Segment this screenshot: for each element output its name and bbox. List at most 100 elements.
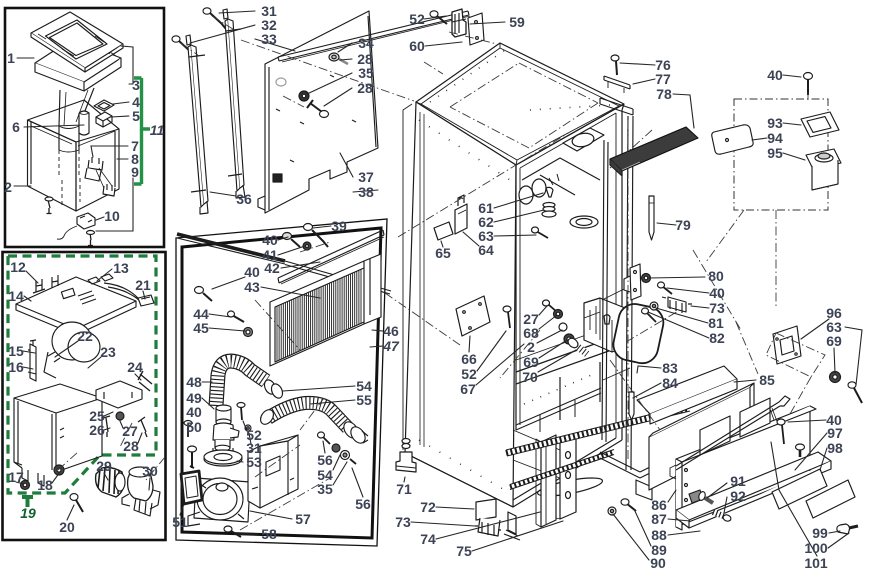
- svg-text:64: 64: [478, 242, 494, 258]
- svg-text:82: 82: [709, 330, 725, 346]
- svg-text:85: 85: [759, 372, 775, 388]
- svg-text:63: 63: [826, 319, 842, 335]
- svg-text:77: 77: [655, 71, 671, 87]
- svg-text:70: 70: [522, 369, 538, 385]
- svg-text:91: 91: [730, 473, 746, 489]
- svg-text:39: 39: [331, 218, 347, 234]
- svg-text:19: 19: [20, 505, 36, 521]
- svg-text:17: 17: [8, 469, 24, 485]
- svg-text:15: 15: [8, 343, 24, 359]
- svg-text:53: 53: [246, 454, 262, 470]
- svg-text:66: 66: [461, 351, 477, 367]
- svg-text:35: 35: [358, 65, 374, 81]
- svg-text:80: 80: [708, 268, 724, 284]
- svg-text:18: 18: [37, 477, 53, 493]
- svg-text:11: 11: [150, 122, 165, 138]
- svg-text:24: 24: [127, 359, 143, 375]
- svg-text:9: 9: [131, 164, 139, 180]
- svg-text:2: 2: [4, 179, 12, 195]
- svg-text:88: 88: [651, 527, 667, 543]
- svg-text:40: 40: [244, 264, 260, 280]
- svg-text:40: 40: [826, 412, 842, 428]
- svg-text:31: 31: [261, 3, 277, 19]
- svg-text:22: 22: [77, 328, 93, 344]
- svg-text:34: 34: [358, 35, 374, 51]
- svg-text:16: 16: [8, 359, 24, 375]
- svg-text:99: 99: [812, 525, 828, 541]
- svg-text:61: 61: [478, 200, 494, 216]
- svg-text:45: 45: [193, 320, 209, 336]
- svg-text:69: 69: [523, 354, 539, 370]
- svg-text:44: 44: [193, 306, 209, 322]
- svg-text:21: 21: [135, 277, 151, 293]
- svg-text:95: 95: [767, 145, 783, 161]
- svg-text:73: 73: [709, 300, 725, 316]
- svg-text:87: 87: [651, 511, 667, 527]
- svg-text:8: 8: [131, 151, 139, 167]
- svg-text:14: 14: [8, 288, 24, 304]
- svg-text:54: 54: [317, 467, 333, 483]
- svg-text:63: 63: [478, 228, 494, 244]
- svg-text:7: 7: [131, 138, 139, 154]
- svg-text:55: 55: [356, 392, 372, 408]
- svg-text:52: 52: [246, 427, 262, 443]
- svg-text:27: 27: [122, 423, 138, 439]
- svg-text:20: 20: [59, 519, 75, 535]
- svg-text:56: 56: [317, 452, 333, 468]
- svg-text:84: 84: [662, 375, 678, 391]
- svg-text:48: 48: [186, 374, 202, 390]
- svg-text:29: 29: [96, 458, 112, 474]
- svg-text:65: 65: [435, 245, 451, 261]
- svg-text:76: 76: [655, 57, 671, 73]
- svg-text:101: 101: [804, 555, 828, 571]
- svg-text:86: 86: [651, 497, 667, 513]
- svg-text:57: 57: [295, 511, 311, 527]
- svg-text:40: 40: [186, 404, 202, 420]
- svg-text:52: 52: [461, 366, 477, 382]
- svg-text:41: 41: [262, 247, 278, 263]
- svg-text:75: 75: [456, 543, 472, 559]
- svg-text:40: 40: [262, 232, 278, 248]
- svg-text:94: 94: [767, 130, 783, 146]
- svg-text:28: 28: [123, 438, 139, 454]
- svg-text:51: 51: [172, 514, 188, 530]
- svg-text:36: 36: [236, 191, 252, 207]
- svg-text:28: 28: [357, 51, 373, 67]
- svg-text:73: 73: [395, 514, 411, 530]
- svg-text:69: 69: [826, 333, 842, 349]
- svg-text:83: 83: [662, 360, 678, 376]
- svg-text:89: 89: [651, 542, 667, 558]
- svg-text:60: 60: [409, 38, 425, 54]
- svg-text:78: 78: [656, 86, 672, 102]
- svg-text:27: 27: [523, 311, 539, 327]
- svg-text:37: 37: [358, 169, 374, 185]
- svg-text:47: 47: [382, 338, 400, 354]
- svg-text:13: 13: [113, 260, 129, 276]
- svg-text:6: 6: [12, 119, 20, 135]
- svg-text:98: 98: [827, 440, 843, 456]
- svg-text:72: 72: [420, 499, 436, 515]
- svg-text:96: 96: [826, 305, 842, 321]
- svg-text:30: 30: [142, 463, 158, 479]
- svg-text:90: 90: [650, 555, 666, 571]
- svg-text:12: 12: [10, 259, 26, 275]
- svg-text:2: 2: [527, 339, 535, 355]
- svg-text:25: 25: [89, 408, 105, 424]
- svg-text:71: 71: [396, 481, 412, 497]
- svg-text:38: 38: [358, 184, 374, 200]
- svg-text:43: 43: [244, 279, 260, 295]
- svg-text:31: 31: [246, 440, 262, 456]
- svg-text:33: 33: [261, 31, 277, 47]
- svg-text:100: 100: [804, 540, 828, 556]
- svg-text:32: 32: [261, 17, 277, 33]
- svg-text:62: 62: [478, 214, 494, 230]
- svg-text:1: 1: [7, 50, 15, 66]
- svg-text:58: 58: [261, 526, 277, 542]
- svg-text:10: 10: [104, 208, 120, 224]
- svg-text:93: 93: [767, 115, 783, 131]
- svg-text:52: 52: [409, 11, 425, 27]
- svg-text:68: 68: [523, 325, 539, 341]
- svg-text:3: 3: [132, 77, 140, 93]
- svg-text:92: 92: [730, 488, 746, 504]
- svg-text:97: 97: [827, 425, 843, 441]
